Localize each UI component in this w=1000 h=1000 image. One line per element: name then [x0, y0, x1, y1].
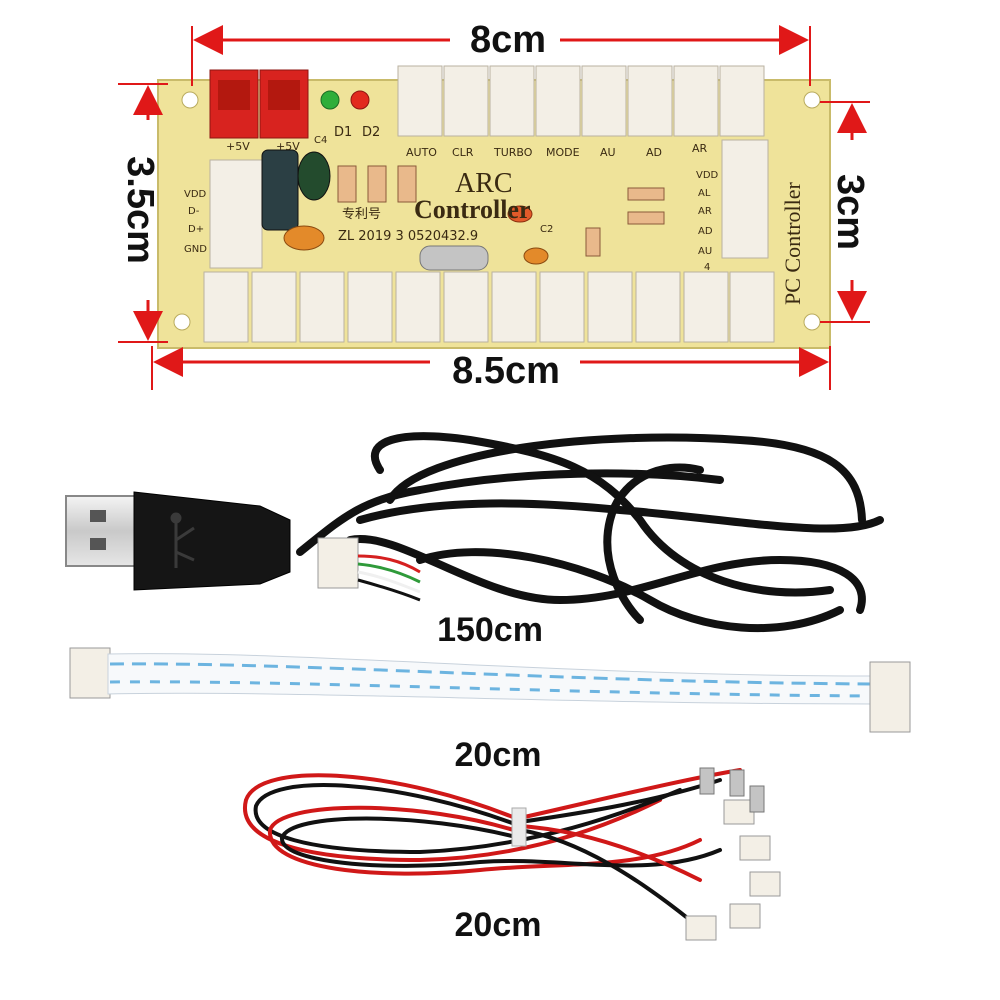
power-label: +5V [276, 140, 300, 153]
port-label-turbo: TURBO [493, 146, 533, 159]
resistor [337, 165, 357, 203]
ceramic-capacitor [283, 225, 325, 251]
resistor [585, 227, 601, 257]
board-title-controller: Controller [414, 195, 531, 224]
diode [627, 211, 665, 225]
led-label: D1 [334, 125, 352, 140]
led-label: D2 [362, 125, 380, 140]
ribbon-connector-left [69, 647, 111, 699]
harness-length-label: 20cm [455, 906, 542, 944]
ribbon-cable [69, 647, 911, 733]
pin-label-au: AU [698, 246, 712, 257]
bottom-width-label: 8.5cm [452, 350, 560, 392]
pin-label-dminus: D- [188, 206, 200, 217]
mounting-hole [181, 91, 199, 109]
power-connector [209, 69, 309, 139]
crystal [419, 245, 489, 271]
ribbon-connector-right [869, 661, 911, 733]
dimension-arrows [118, 25, 870, 390]
usb-header-connector [209, 159, 263, 269]
left-height-label: 3.5cm [119, 156, 161, 264]
pin-label-vdd-right: VDD [696, 170, 719, 181]
wire-harness [242, 768, 742, 922]
port-label-ad: AD [646, 146, 662, 159]
cable-tie [511, 807, 527, 847]
port-label-mode: MODE [546, 146, 580, 159]
usb-plug-contact [90, 510, 106, 522]
port-label-au: AU [600, 146, 616, 159]
red-led [350, 90, 370, 110]
mounting-hole [803, 91, 821, 109]
port-label-auto: AUTO [406, 146, 437, 159]
board-title-arc: ARC [455, 168, 513, 199]
usb-plug-metal [65, 495, 147, 567]
resistor [397, 165, 417, 203]
resistor [367, 165, 387, 203]
usb-plug-body [133, 491, 291, 591]
pin-label-vdd: VDD [184, 189, 207, 200]
patent-number: ZL 2019 3 0520432.9 [338, 229, 478, 244]
port-label-ar: AR [692, 142, 708, 155]
pin-label-al: AL [698, 188, 711, 199]
pcb-board: +5V +5V D1 D2 C4 C2 AUTO CLR TURBO MODE … [157, 65, 831, 349]
usb-plug-contact [90, 538, 106, 550]
ceramic-capacitor [523, 247, 549, 265]
pin-label-ar: AR [698, 206, 712, 217]
pin-label-ad: AD [698, 226, 713, 237]
top-connector-row [397, 65, 765, 137]
pin-label-gnd: GND [184, 244, 207, 255]
pin-label-digit: 4 [704, 262, 710, 273]
patent-label: 专利号 [342, 207, 381, 222]
right-height-label: 3cm [829, 174, 871, 250]
top-width-label: 8cm [470, 19, 546, 61]
mounting-hole [173, 313, 191, 331]
usb-icon [170, 512, 195, 568]
ribbon-cable-length-label: 20cm [455, 736, 542, 774]
usb-header-plug [317, 537, 359, 589]
board-side-label: PC Controller [780, 181, 805, 305]
capacitor-label: C2 [540, 224, 553, 235]
mounting-hole [803, 313, 821, 331]
capacitor [261, 149, 299, 231]
bottom-connector-row [203, 271, 775, 343]
ceramic-capacitor [507, 205, 533, 223]
harness-terminals [685, 767, 781, 941]
green-led [320, 90, 340, 110]
power-label: +5V [226, 140, 250, 153]
usb-cable-length-label: 150cm [437, 611, 543, 649]
diode [627, 187, 665, 201]
usb-cable [65, 432, 884, 633]
capacitor [297, 151, 331, 201]
port-label-clr: CLR [452, 146, 474, 159]
pin-label-dplus: D+ [188, 224, 204, 235]
joystick-connector [721, 139, 769, 259]
capacitor-label: C4 [314, 135, 327, 146]
